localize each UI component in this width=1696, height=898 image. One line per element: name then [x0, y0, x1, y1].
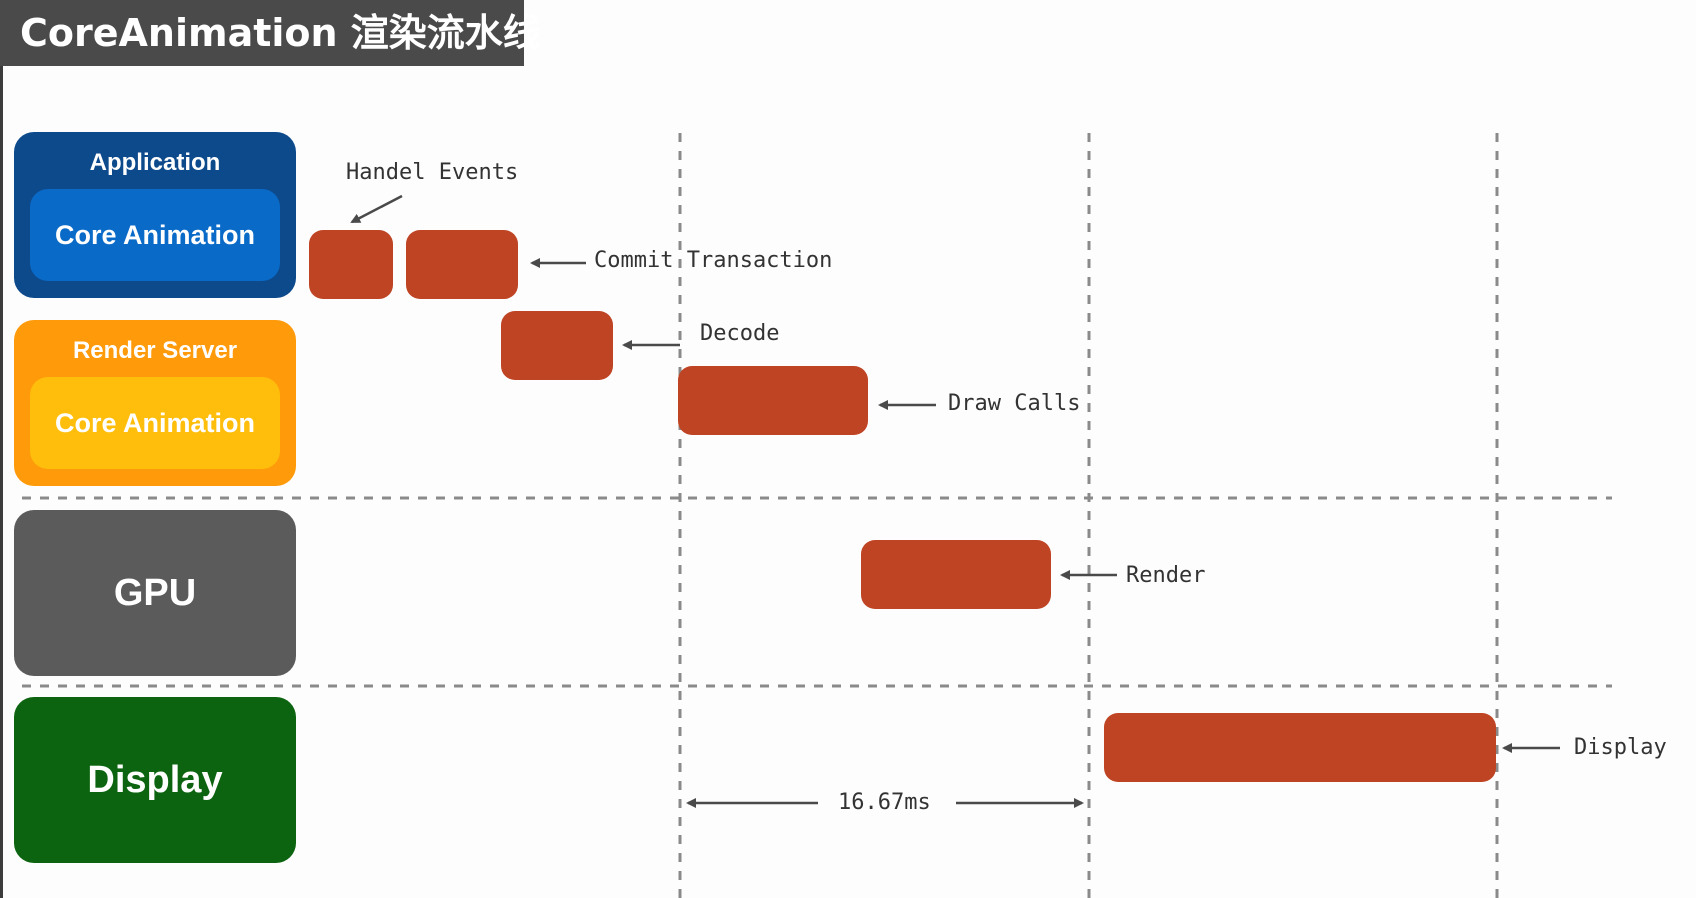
application-label: Application	[89, 149, 221, 176]
draw-calls-label: Draw Calls	[948, 391, 1081, 416]
render-label: Render	[1126, 563, 1206, 588]
commit-transaction-label: Commit Transaction	[594, 248, 833, 273]
decode-task	[501, 311, 613, 380]
application-row: Application Core Animation	[14, 132, 296, 298]
left-rule	[0, 66, 3, 898]
handle-events-arrow	[350, 194, 403, 224]
draw-calls-task	[678, 366, 868, 435]
render-server-label: Render Server	[72, 337, 238, 364]
page-title: CoreAnimation 渲染流水线	[0, 0, 541, 66]
handle-events-task-2	[406, 230, 518, 299]
display-label-text: Display	[1574, 735, 1667, 760]
handle-events-label: Handel Events	[346, 160, 519, 185]
decode-label: Decode	[700, 321, 780, 346]
application-core-animation: Core Animation	[30, 189, 280, 281]
gpu-row: GPU	[14, 510, 296, 676]
display-task	[1104, 713, 1496, 782]
display-label: Display	[87, 758, 223, 801]
handle-events-task-1	[309, 230, 393, 299]
gpu-label: GPU	[113, 571, 197, 614]
frame-interval-label: 16.67ms	[834, 790, 935, 815]
display-row: Display	[14, 697, 296, 863]
render-task	[861, 540, 1051, 609]
render-server-row: Render Server Core Animation	[14, 320, 296, 486]
render-server-core-animation: Core Animation	[30, 377, 280, 469]
